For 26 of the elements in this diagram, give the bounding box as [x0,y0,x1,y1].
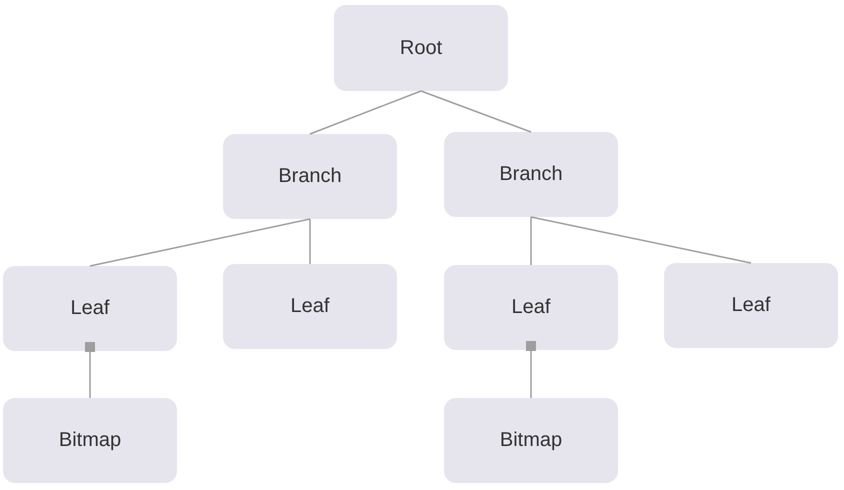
node-label: Leaf [512,296,550,319]
node-label: Branch [278,165,342,188]
tree-node-box [223,264,397,349]
node-label: Leaf [732,294,770,317]
tree-node-box [334,5,508,91]
node-label: Bitmap [500,429,562,452]
tree-node-box [3,398,177,483]
tree-node-box [3,266,177,351]
connector-line [530,217,532,265]
node-label: Branch [499,163,563,186]
node-label: Leaf [70,297,110,320]
connector-line [310,90,422,135]
connector-line [309,219,311,264]
connector-line [85,342,95,398]
connector-line [530,216,752,264]
tree-node-box [444,132,618,217]
connector-line [420,90,532,133]
node-label: Root [400,36,442,60]
tree-node-box [444,265,618,350]
tree-node-box [223,134,397,219]
connector-line [526,341,536,398]
tree-node-box [444,398,618,483]
node-label: Leaf [290,295,330,318]
node-label: Bitmap [58,429,122,452]
tree-node-box [664,263,838,348]
connector-line [90,218,310,267]
